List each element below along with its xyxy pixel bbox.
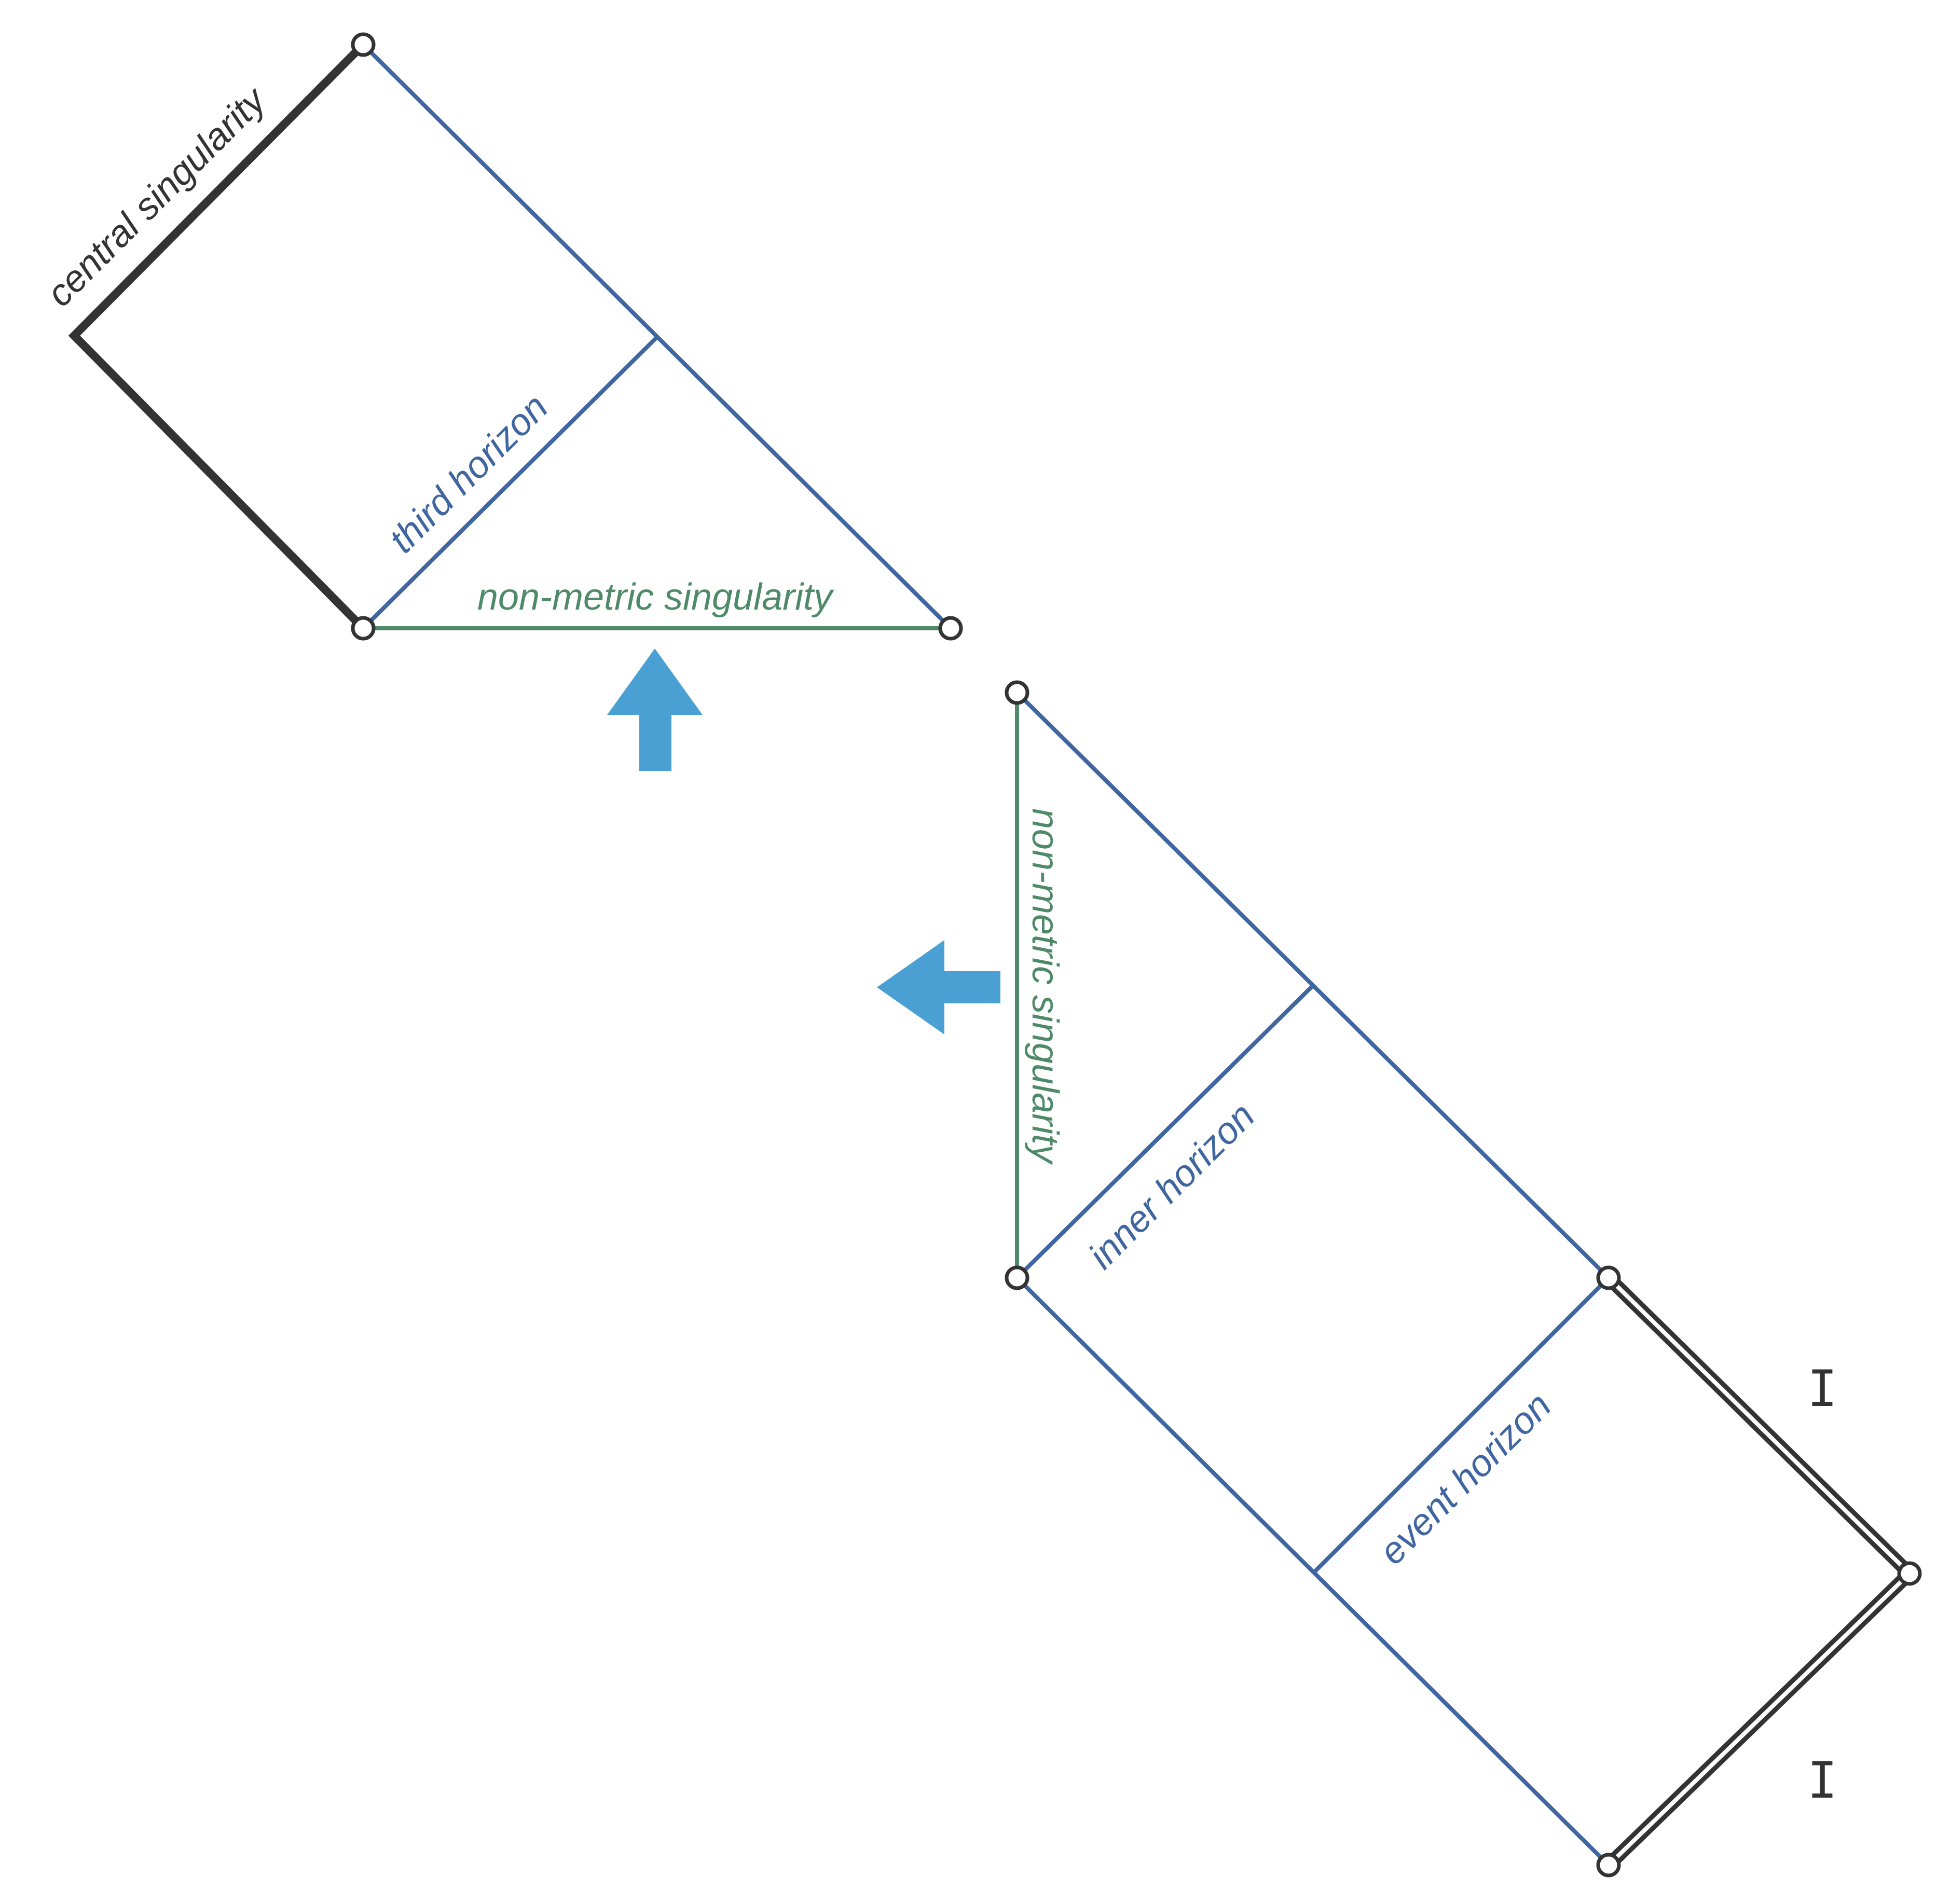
non-metric-singularity-top-label: non-metric singularity — [477, 576, 834, 618]
lower-region-upper-horizon — [1015, 691, 1610, 1279]
scri-upper-label: I — [1807, 1360, 1837, 1418]
vertex-upper-left-bottom — [351, 616, 376, 641]
vertex-lower-left — [1005, 1265, 1029, 1290]
scri-lower-label: I — [1807, 1751, 1837, 1810]
vertex-markers — [351, 32, 1922, 1878]
vertex-lower-top — [1005, 680, 1029, 705]
non-metric-singularity-side-label: non-metric singularity — [1024, 808, 1066, 1165]
null-infinity-lower — [1603, 1568, 1915, 1870]
vertex-spatial-infinity — [1897, 1561, 1922, 1586]
event-horizon-label: event horizon — [1371, 1385, 1559, 1572]
inner-horizon-line — [1015, 984, 1314, 1279]
third-horizon-line — [362, 335, 660, 630]
null-infinity-upper — [1603, 1273, 1915, 1579]
event-horizon-line — [1311, 1276, 1610, 1575]
arrow-up-icon — [607, 649, 703, 771]
third-horizon-label: third horizon — [381, 387, 556, 561]
vertex-lower-right-top — [1596, 1265, 1621, 1290]
central-singularity-label: central singularity — [39, 78, 276, 315]
vertex-upper-right — [938, 616, 963, 641]
central-singularity-line — [68, 42, 366, 631]
arrow-left-icon — [877, 940, 1000, 1034]
vertex-bottom — [1596, 1853, 1621, 1878]
vertex-top — [351, 32, 376, 57]
